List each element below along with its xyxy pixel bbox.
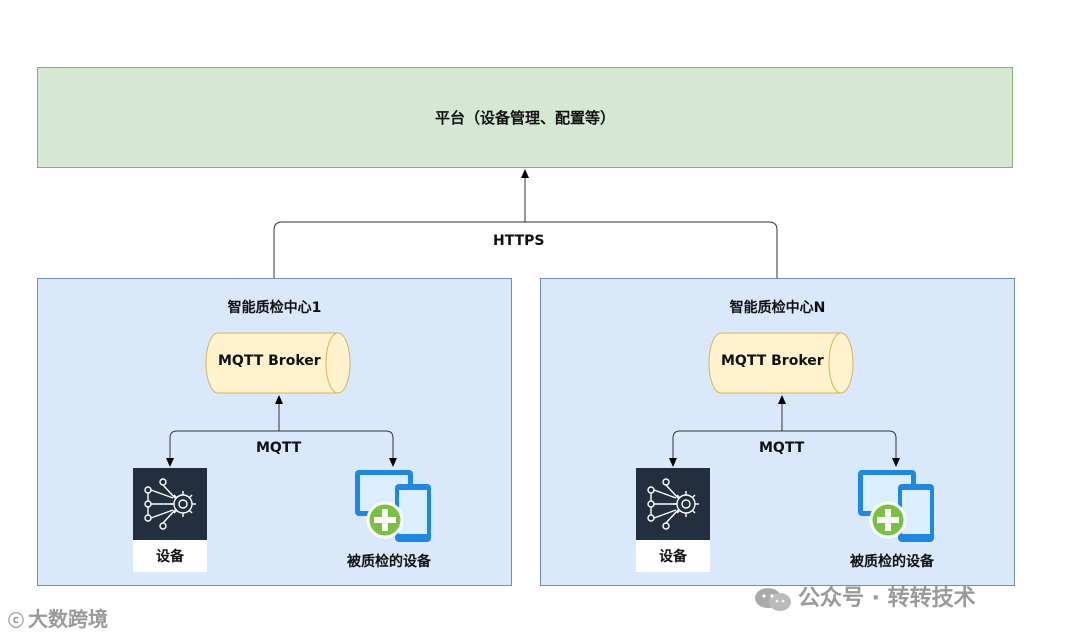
- mqtt-connector-n: [669, 395, 900, 467]
- center-1-container: 智能质检中心1: [37, 278, 512, 586]
- center-n-container: 智能质检中心N: [540, 278, 1015, 586]
- tested-device-n-label: 被质检的设备: [850, 554, 934, 570]
- ai-gear-icon: [647, 478, 699, 530]
- devices-plus-icon: [858, 470, 934, 542]
- center-1-title: 智能质检中心1: [227, 300, 322, 316]
- https-connector: [273, 169, 778, 278]
- watermark-logo-icon: ⓒ: [8, 611, 25, 630]
- broker-1-label: MQTT Broker: [218, 353, 321, 369]
- watermark-right-text: 公众号 · 转转技术: [798, 586, 976, 611]
- watermark-right: 公众号 · 转转技术: [754, 580, 976, 612]
- devices-plus-icon: [355, 470, 431, 542]
- mqtt-connector-1: [166, 395, 397, 467]
- device-n-icon-bg: [636, 468, 710, 540]
- ai-gear-icon: [144, 478, 196, 530]
- mqtt-label-1: MQTT: [256, 440, 302, 456]
- device-1: 设备: [133, 468, 207, 572]
- mqtt-broker-1: [205, 332, 351, 394]
- device-n: 设备: [636, 468, 710, 572]
- mqtt-label-n: MQTT: [759, 440, 805, 456]
- platform-box: 平台（设备管理、配置等）: [37, 67, 1013, 168]
- center-n-title: 智能质检中心N: [729, 300, 826, 316]
- device-1-icon-bg: [133, 468, 207, 540]
- watermark-left-text: 大数跨境: [28, 607, 109, 631]
- mqtt-broker-n: [708, 332, 854, 394]
- device-1-label: 设备: [156, 549, 184, 565]
- https-label: HTTPS: [493, 233, 545, 249]
- tested-device-1-label: 被质检的设备: [347, 554, 431, 570]
- broker-n-label: MQTT Broker: [721, 353, 824, 369]
- platform-label: 平台（设备管理、配置等）: [434, 109, 615, 127]
- device-n-label: 设备: [659, 549, 687, 565]
- wechat-icon: [754, 586, 792, 612]
